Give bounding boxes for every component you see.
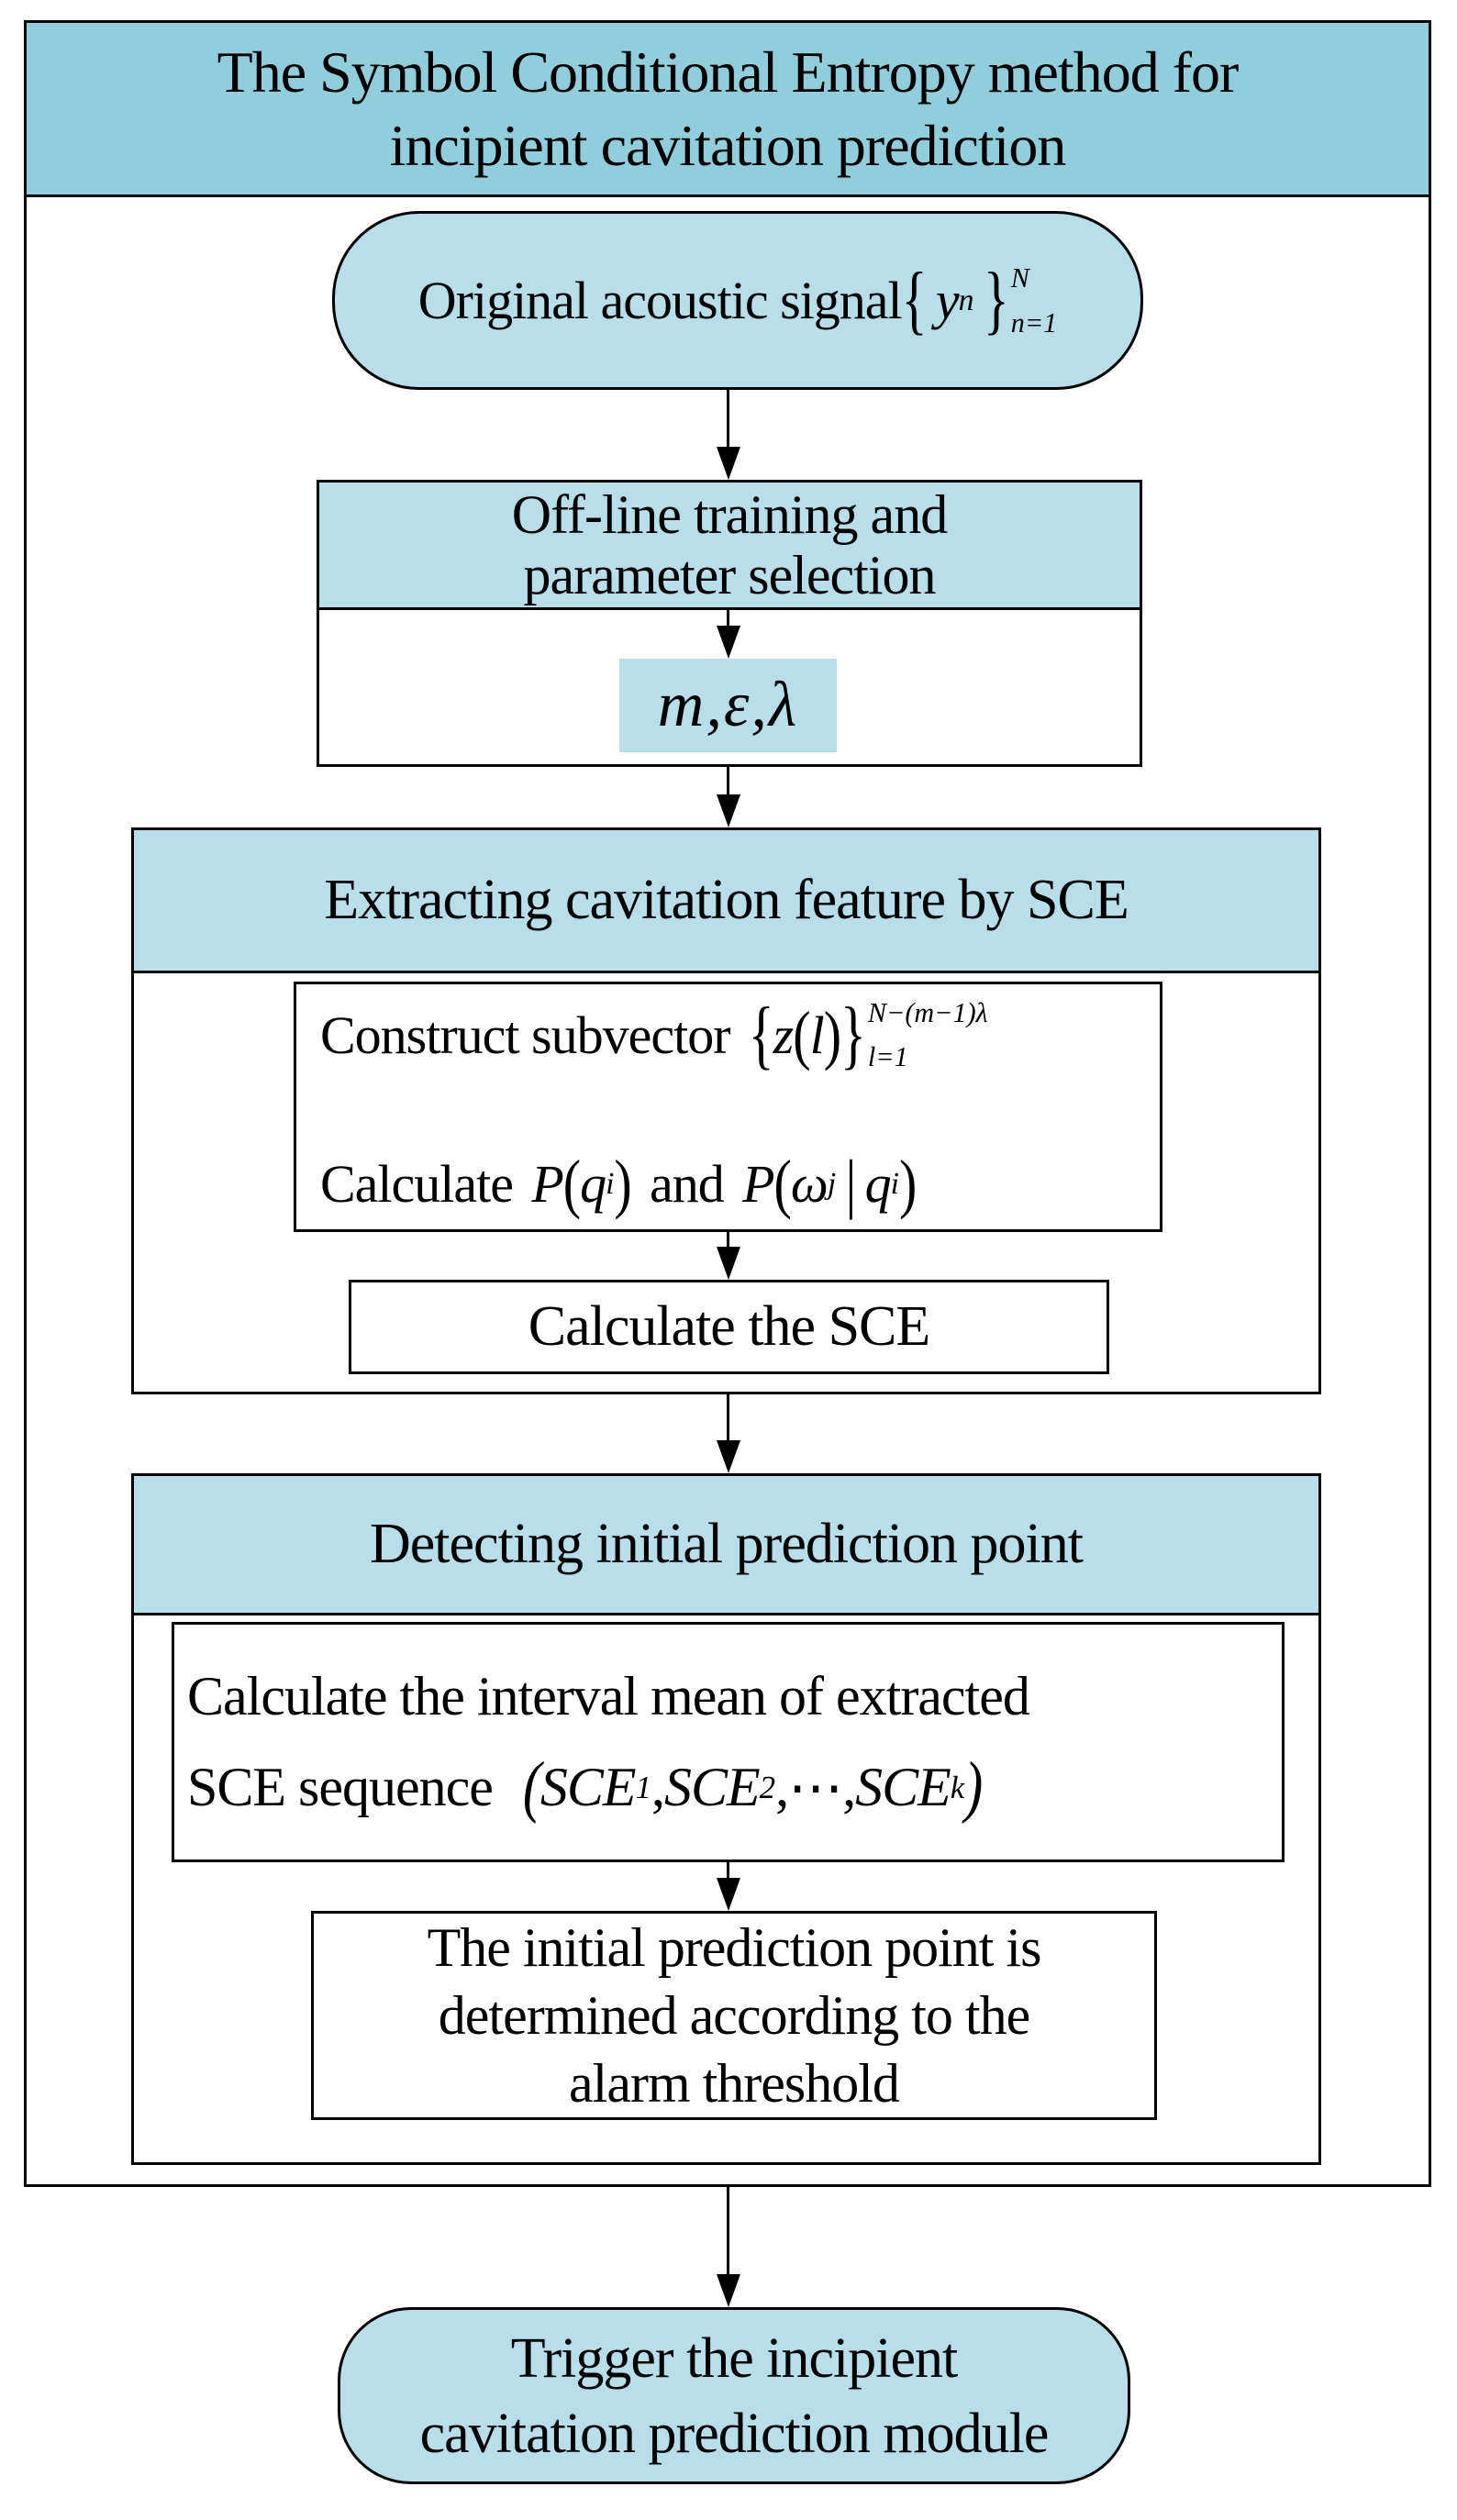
- open-paren: (: [562, 1146, 581, 1221]
- flow-arrow-stem: [727, 2187, 729, 2276]
- parameters-text: m,ε,λ: [657, 670, 799, 740]
- open-brace: {: [748, 990, 774, 1077]
- offline-training-box: Off-line training and parameter selectio…: [317, 480, 1142, 767]
- close-paren: ): [964, 1748, 983, 1825]
- interval-line-1: Calculate the interval mean of extracted: [187, 1665, 1030, 1726]
- open-paren: (: [773, 1146, 792, 1221]
- construct-sup: N−(m−1)λ: [867, 997, 988, 1028]
- construct-limits: N−(m−1)λ l=1: [868, 999, 988, 1071]
- formula-arg-l: l: [809, 1005, 825, 1065]
- offline-line-2: parameter selection: [523, 545, 936, 605]
- offline-training-header: Off-line training and parameter selectio…: [319, 483, 1140, 610]
- probability-label: Calculate: [320, 1154, 514, 1214]
- threshold-line-1: The initial prediction point is: [427, 1917, 1042, 1978]
- conditional-bar: |: [845, 1146, 857, 1221]
- prob1-q: q: [580, 1154, 606, 1214]
- interval-mean-box: Calculate the interval mean of extracted…: [172, 1622, 1285, 1862]
- flow-arrow-head: [717, 1878, 740, 1911]
- threshold-line-3: alarm threshold: [569, 2053, 900, 2114]
- open-brace: {: [901, 255, 928, 343]
- close-paren: ): [614, 1146, 631, 1221]
- flow-arrow-stem: [727, 1394, 729, 1442]
- flow-arrow-stem: [727, 1862, 729, 1880]
- end-line-1: Trigger the incipient: [510, 2326, 958, 2390]
- construct-sub: l=1: [867, 1041, 908, 1073]
- flow-arrow-head: [717, 447, 740, 480]
- flow-arrow-stem: [727, 1232, 729, 1249]
- flow-arrow-head: [717, 794, 740, 827]
- offline-line-1: Off-line training and: [511, 484, 948, 545]
- comma: ,: [651, 1757, 665, 1817]
- prob2-omega: ω: [790, 1154, 829, 1214]
- open-paren: (: [522, 1748, 541, 1825]
- construct-line: Construct subvector {z(l)}N−(m−1)λ l=1: [320, 991, 988, 1077]
- title-line-2: incipient cavitation prediction: [389, 112, 1067, 178]
- flow-arrow-head: [717, 1440, 740, 1473]
- flow-arrow-stem: [727, 767, 729, 796]
- extract-header-text: Extracting cavitation feature by SCE: [324, 869, 1129, 931]
- construct-label: Construct subvector: [320, 1005, 731, 1065]
- comma: ,: [775, 1757, 789, 1817]
- formula-sub-n1: n=1: [1010, 306, 1058, 339]
- end-line-2: cavitation prediction module: [419, 2402, 1050, 2465]
- prob2-q: q: [864, 1154, 892, 1214]
- formula-sup-N: N: [1010, 262, 1029, 294]
- parameters-chip: m,ε,λ: [619, 659, 837, 752]
- formula-var-y: y: [935, 271, 960, 330]
- flow-arrow-head: [717, 2274, 740, 2307]
- flow-arrow-stem: [727, 390, 729, 449]
- sce-sequence-label: SCE sequence: [187, 1757, 494, 1817]
- param-arrow-stem: [727, 607, 729, 627]
- sce-k: SCE: [855, 1757, 951, 1817]
- close-paren: ): [823, 996, 841, 1071]
- extract-feature-header: Extracting cavitation feature by SCE: [134, 830, 1318, 973]
- ellipsis-dots: ⋯: [788, 1757, 843, 1818]
- close-paren: ): [899, 1146, 917, 1221]
- end-node-trigger-module: Trigger the incipient cavitation predict…: [338, 2307, 1130, 2484]
- start-label: Original acoustic signal: [417, 271, 903, 330]
- close-brace: }: [840, 990, 866, 1077]
- comma: ,: [842, 1757, 856, 1817]
- param-arrow-head: [717, 626, 740, 659]
- alarm-threshold-box: The initial prediction point is determin…: [311, 1911, 1157, 2120]
- sce-1: SCE: [539, 1757, 637, 1817]
- calculate-sce-text: Calculate the SCE: [528, 1295, 931, 1358]
- prob2-P: P: [742, 1154, 774, 1214]
- threshold-line-2: determined according to the: [438, 1985, 1030, 2046]
- flow-arrow-head: [717, 1247, 740, 1280]
- calculate-sce-box: Calculate the SCE: [349, 1280, 1109, 1374]
- close-brace: }: [983, 255, 1009, 343]
- title-banner: The Symbol Conditional Entropy method fo…: [24, 20, 1431, 197]
- probability-connector: and: [650, 1154, 725, 1214]
- detect-point-header: Detecting initial prediction point: [134, 1476, 1318, 1615]
- formula-var-z: z: [773, 1005, 795, 1065]
- title-line-1: The Symbol Conditional Entropy method fo…: [217, 39, 1240, 105]
- sce-2: SCE: [663, 1757, 761, 1817]
- open-paren: (: [793, 996, 810, 1071]
- detect-header-text: Detecting initial prediction point: [370, 1513, 1084, 1575]
- prob1-P: P: [531, 1154, 563, 1214]
